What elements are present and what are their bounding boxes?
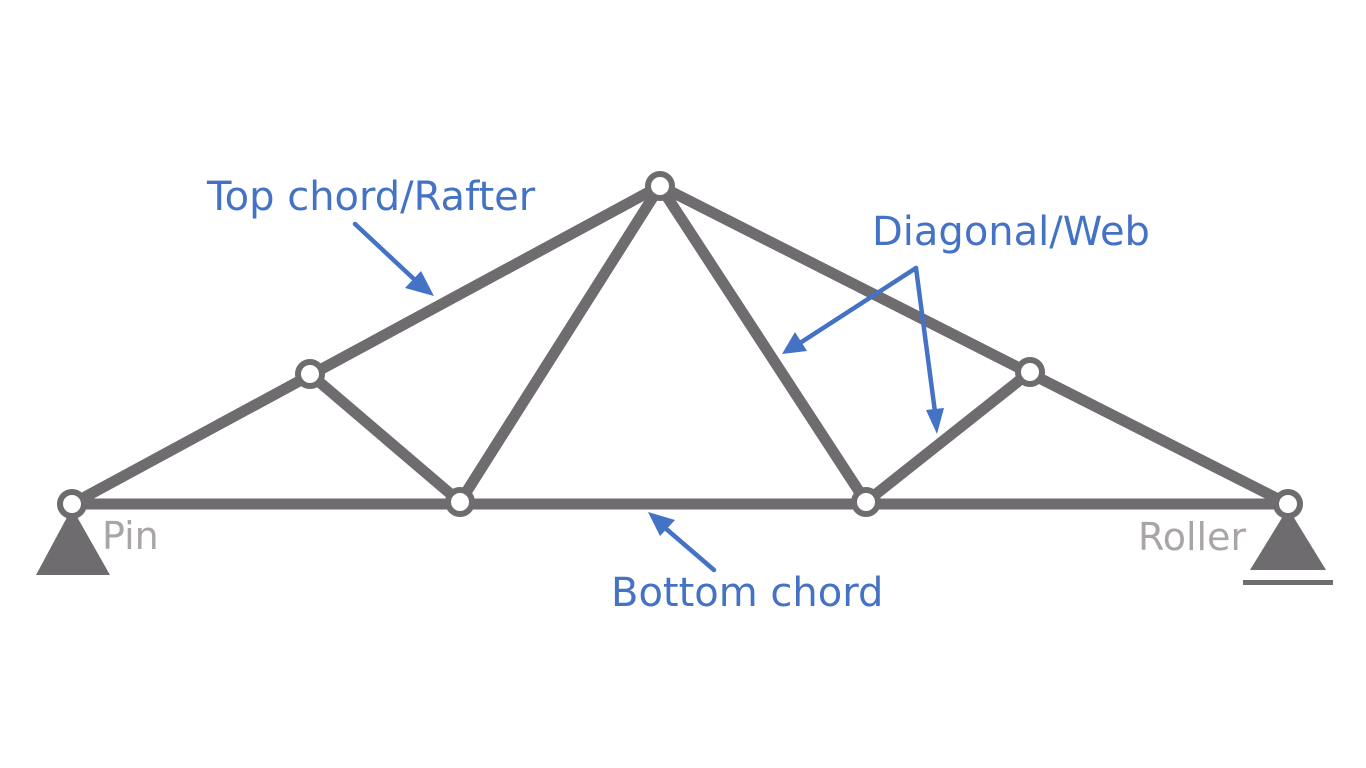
diagonal-arrow-shaft-lower: [913, 265, 938, 415]
truss-joints: [57, 171, 1303, 519]
joint-bottom-left: [445, 487, 475, 517]
top-chord-label: Top chord/Rafter: [206, 174, 536, 220]
diagonal-arrows: [782, 265, 944, 434]
roller-support-triangle: [1250, 508, 1326, 570]
roller-label: Roller: [1138, 515, 1246, 559]
right-outer-web-member: [860, 366, 1036, 508]
right-top-chord-member: [654, 180, 1294, 510]
bottom-chord-arrow: [648, 512, 717, 573]
diagonal-label: Diagonal/Web: [872, 209, 1150, 255]
diagonal-arrow-shaft-upper: [797, 265, 919, 346]
top-chord-arrow-shaft: [352, 221, 419, 284]
joint-left-support: [57, 489, 87, 519]
diagonal-arrowhead-upper: [782, 332, 807, 354]
joint-right-top: [1015, 357, 1045, 387]
truss-members: [66, 180, 1294, 510]
top-chord-arrowhead: [405, 271, 434, 296]
left-inner-web-member: [454, 180, 666, 508]
roller-support-ground-line: [1243, 580, 1333, 585]
bottom-chord-arrowhead: [648, 512, 675, 536]
left-outer-web-member: [304, 368, 466, 508]
joint-right-support: [1273, 489, 1303, 519]
joint-apex: [645, 171, 675, 201]
right-inner-web-member: [654, 180, 872, 508]
top-chord-arrow: [352, 221, 434, 296]
pin-support-triangle: [36, 508, 110, 575]
bottom-chord-arrow-shaft: [661, 524, 717, 573]
joint-left-top: [295, 359, 325, 389]
bottom-chord-label: Bottom chord: [611, 570, 883, 616]
roller-support: [1243, 508, 1333, 585]
joint-bottom-right: [851, 487, 881, 517]
pin-support: [36, 508, 110, 575]
left-top-chord-member: [66, 180, 666, 510]
diagonal-arrowhead-lower: [926, 408, 944, 434]
pin-label: Pin: [102, 514, 159, 558]
